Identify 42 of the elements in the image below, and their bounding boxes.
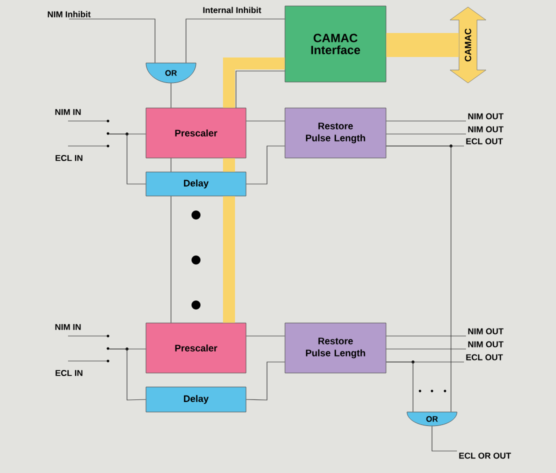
interface-box: CAMAC Interface (284, 6, 386, 82)
output-label: NIM OUT (468, 113, 504, 120)
delay-box: Delay (146, 172, 246, 196)
wire (170, 158, 172, 172)
output-label: ECL OUT (466, 138, 503, 144)
input-label: NIM IN (55, 324, 81, 330)
input-label: ECL IN (56, 370, 82, 376)
wire (386, 146, 452, 412)
pulse-restore-box: Restore Pulse Length (284, 322, 386, 374)
output-label: NIM OUT (468, 126, 504, 132)
bus (223, 196, 235, 323)
or-gate: OR (146, 62, 196, 84)
input-label: ECL IN (56, 155, 82, 161)
wire (108, 348, 146, 400)
wire (246, 362, 286, 400)
wire (170, 196, 172, 324)
wire (68, 18, 156, 64)
wire (386, 362, 414, 412)
pulse-restore-box: Restore Pulse Length (284, 108, 386, 158)
input-label: NIM IN (55, 109, 81, 115)
or-gate: OR (406, 412, 458, 426)
wire (246, 120, 286, 122)
wire (386, 120, 466, 122)
bus (223, 58, 285, 108)
wire (386, 348, 466, 350)
wire (170, 82, 172, 108)
wire (108, 134, 146, 184)
output-label: ECL OR OUT (459, 452, 512, 459)
output-label: NIM OUT (468, 341, 504, 348)
bus (223, 158, 235, 172)
wire (236, 70, 286, 108)
switch-drawing (68, 120, 110, 148)
prescaler-box: Prescaler (146, 322, 246, 374)
output-label: ECL OUT (466, 354, 503, 360)
switch-drawing (68, 334, 110, 362)
wire (246, 146, 286, 184)
wire (432, 426, 458, 452)
input-label: NIM Inhibit (48, 11, 91, 18)
wire (186, 18, 286, 64)
prescaler-box: Prescaler (146, 108, 246, 158)
delay-box: Delay (146, 386, 246, 412)
output-label: NIM OUT (468, 328, 504, 334)
